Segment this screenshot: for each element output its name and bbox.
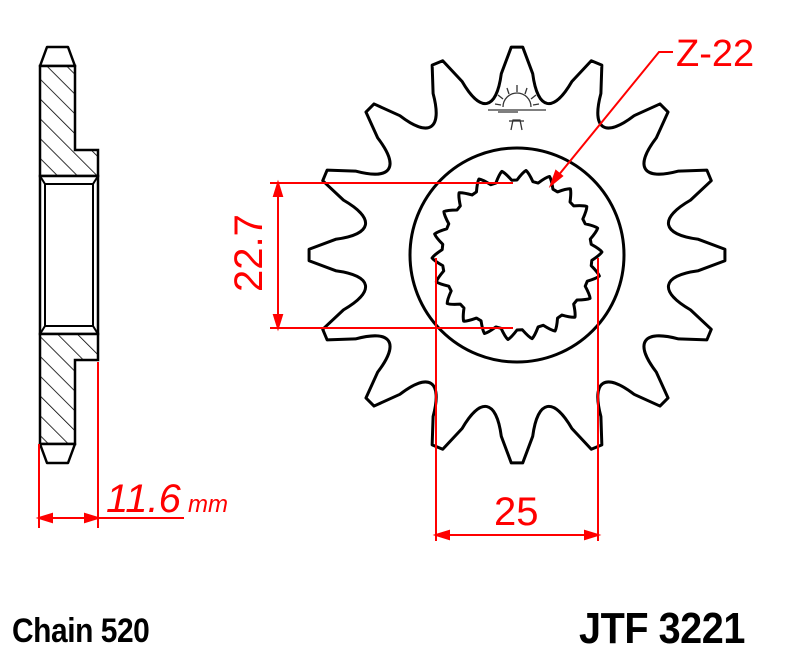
hub-bore xyxy=(38,174,100,336)
part-number-label: JTF 3221 xyxy=(579,604,745,653)
spline-outline xyxy=(430,168,604,342)
chain-size-label: Chain 520 xyxy=(12,612,150,650)
hub-circle xyxy=(408,146,626,364)
spline-height-dimension xyxy=(270,179,513,332)
spline-teeth-label: Z-22 xyxy=(676,33,754,75)
thickness-value: 11.6 xyxy=(106,477,182,521)
spline-width-dimension xyxy=(432,258,602,541)
spline-width-value: 25 xyxy=(494,490,539,534)
jt-logo-icon xyxy=(488,85,546,131)
bottom-tooth-cap xyxy=(38,442,77,465)
lower-hatched-section xyxy=(38,332,100,446)
sprocket-front-view xyxy=(307,45,727,465)
side-profile xyxy=(38,45,100,465)
thickness-unit: mm xyxy=(188,491,228,518)
top-tooth-cap xyxy=(38,45,77,68)
upper-hatched-section xyxy=(38,64,100,178)
thickness-dimension xyxy=(35,362,184,528)
spline-teeth-leader xyxy=(548,51,673,189)
spline-height-value: 22.7 xyxy=(227,214,271,292)
